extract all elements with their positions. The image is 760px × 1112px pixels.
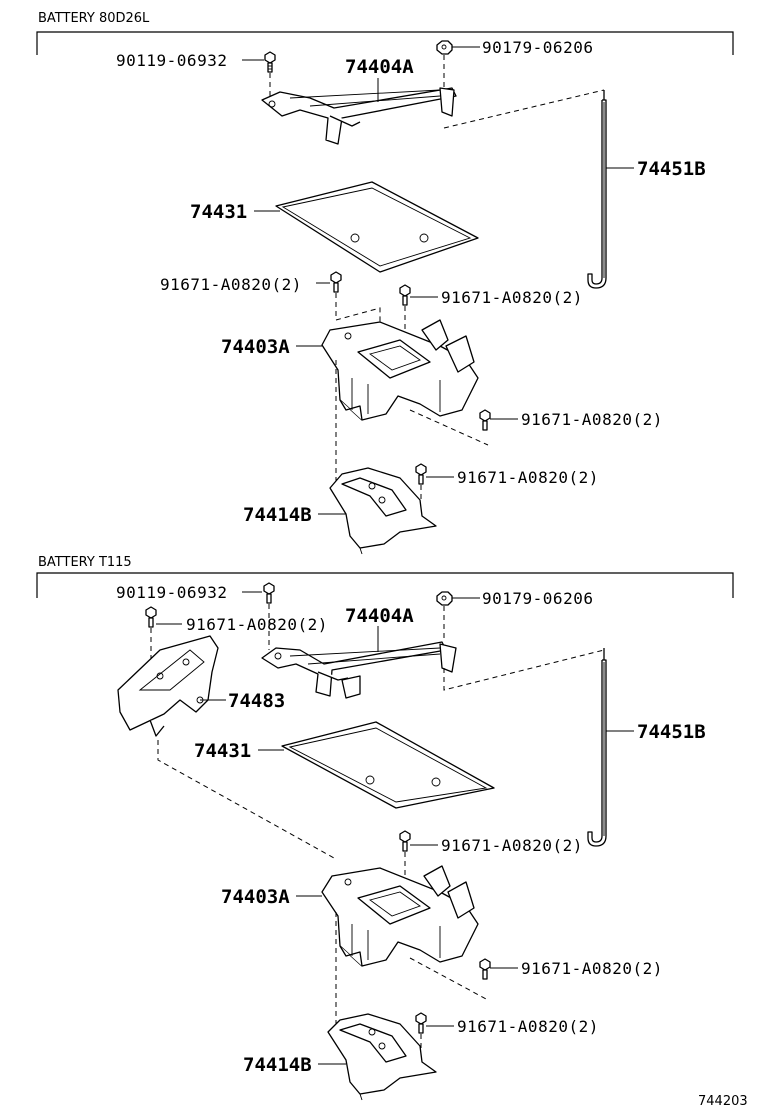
section-title: BATTERY 80D26L — [38, 11, 150, 26]
battery-clamp — [261, 87, 457, 145]
section-battery-80d26l: BATTERY 80D26L 90119-06932 90179-06206 — [36, 11, 734, 555]
callout-bolt-bracket: 91671-A0820(2) — [457, 468, 599, 487]
hook-rod — [587, 90, 607, 289]
callout-bolt-lower: 91671-A0820(2) — [521, 410, 663, 429]
callout-rod: 74451B — [637, 158, 706, 180]
bolt-icon — [145, 606, 157, 628]
callout-bolt-left: 91671-A0820(2) — [160, 275, 302, 294]
callout-tray: 74431 — [194, 740, 251, 762]
battery-carrier — [321, 865, 479, 967]
callout-bolt-top: 90119-06932 — [116, 583, 227, 602]
callout-bolt-right: 91671-A0820(2) — [441, 288, 583, 307]
battery-bracket — [329, 467, 437, 555]
section-frame — [36, 572, 734, 598]
callout-rod: 74451B — [637, 721, 706, 743]
bolt-icon — [263, 582, 275, 604]
callout-bolt-lower: 91671-A0820(2) — [521, 959, 663, 978]
bolt-icon — [479, 409, 491, 431]
callout-carrier: 74403A — [221, 886, 290, 908]
battery-stay — [117, 635, 219, 737]
bolt-icon — [415, 1012, 427, 1034]
hook-rod — [587, 648, 607, 847]
bolt-icon — [264, 51, 276, 73]
battery-tray — [275, 181, 479, 273]
callout-nut-top: 90179-06206 — [482, 589, 593, 608]
battery-carrier — [321, 319, 479, 421]
figure-number: 744203 — [698, 1094, 748, 1109]
battery-clamp — [261, 641, 457, 699]
bolt-icon — [415, 463, 427, 485]
bolt-icon — [479, 958, 491, 980]
section-battery-t115: BATTERY T115 90119-06932 91671-A0820(2) … — [36, 555, 734, 1101]
callout-bolt-left: 91671-A0820(2) — [186, 615, 328, 634]
battery-bracket — [327, 1013, 437, 1101]
callout-bolt-tray: 91671-A0820(2) — [441, 836, 583, 855]
callout-bolt-top: 90119-06932 — [116, 51, 227, 70]
callout-clamp: 74404A — [345, 605, 414, 627]
bolt-icon — [399, 284, 411, 306]
callout-tray: 74431 — [190, 201, 247, 223]
section-title: BATTERY T115 — [38, 555, 132, 570]
bolt-icon — [330, 271, 342, 293]
callout-nut-top: 90179-06206 — [482, 38, 593, 57]
bolt-icon — [399, 830, 411, 852]
nut-icon — [436, 591, 453, 606]
nut-icon — [436, 40, 453, 55]
callout-bolt-bracket: 91671-A0820(2) — [457, 1017, 599, 1036]
section-frame — [36, 31, 734, 55]
callout-bracket: 74414B — [243, 1054, 312, 1076]
callout-carrier: 74403A — [221, 336, 290, 358]
callout-stay: 74483 — [228, 690, 285, 712]
battery-tray — [281, 721, 495, 809]
callout-clamp: 74404A — [345, 56, 414, 78]
callout-bracket: 74414B — [243, 504, 312, 526]
